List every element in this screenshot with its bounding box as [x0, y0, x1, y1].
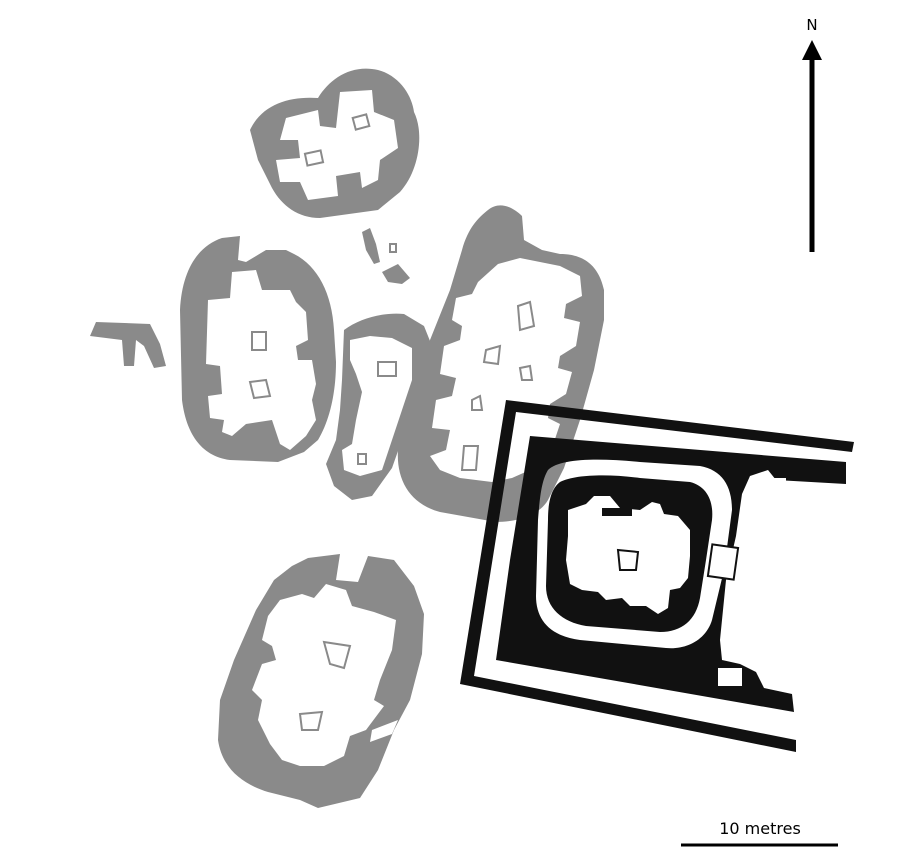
- hearths: [248, 113, 536, 731]
- main-enclosure: [496, 436, 846, 712]
- later-structure: [460, 400, 854, 752]
- wall-west: [90, 322, 166, 368]
- house-west: [180, 236, 336, 462]
- house-south: [218, 554, 424, 808]
- fragment-central: [362, 228, 410, 284]
- inner-room: [546, 475, 713, 632]
- inner-room-hearth: [616, 548, 640, 571]
- longhouse-central: [397, 205, 604, 523]
- north-arrow: [802, 40, 822, 252]
- north-arrow-head: [802, 40, 822, 60]
- earlier-structures: [90, 68, 604, 808]
- scale-bar-label: 10 metres: [719, 819, 801, 838]
- north-label: N: [806, 16, 818, 34]
- house-north: [250, 68, 420, 218]
